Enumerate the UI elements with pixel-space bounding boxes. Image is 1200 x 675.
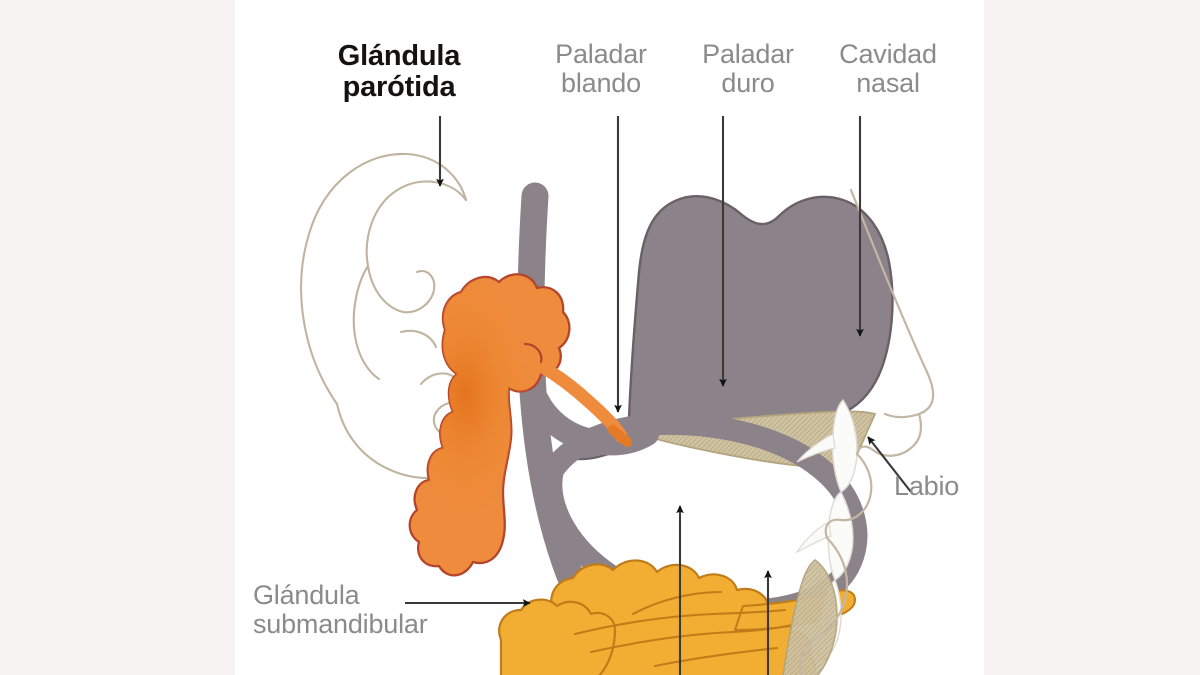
diagram-canvas (235, 0, 984, 675)
label-hard-palate: Paladar duro (702, 39, 794, 99)
label-submandibular-gland: Glándula submandibular (253, 580, 428, 640)
right-margin-pane (984, 0, 1200, 675)
label-parotid-gland: Glándula parótida (337, 40, 461, 104)
mandible-bone-wedge (782, 558, 838, 675)
face-profile-outline (798, 188, 935, 675)
anatomy-illustration (300, 116, 935, 675)
label-nasal-cavity: Cavidad nasal (839, 39, 937, 99)
nasal-cavity-tissue (627, 195, 894, 432)
label-soft-palate: Paladar blando (555, 39, 647, 99)
label-lip: Labio (894, 471, 960, 501)
arrow-lip (867, 436, 912, 493)
leader-arrows (405, 116, 912, 675)
submandibular-gland-lower-lobe (498, 598, 617, 675)
left-margin-pane (0, 0, 235, 675)
submandibular-duct-lines (573, 590, 799, 668)
parotid-gland-shading (409, 274, 570, 576)
parotid-duct-hook (523, 342, 543, 364)
parotid-duct-tip (608, 425, 632, 447)
